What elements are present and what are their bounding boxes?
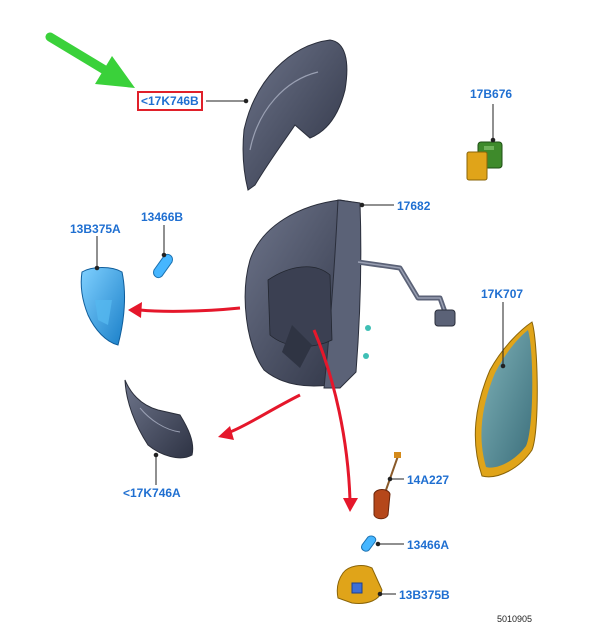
puddle-lamp-bulb: [361, 535, 377, 552]
part-label-13466b: 13466B: [141, 210, 184, 224]
part-label-17k746b: <17K746B: [137, 91, 203, 111]
mirror-cap-bottom: [124, 379, 194, 459]
red-direction-arrows: [128, 302, 358, 512]
turn-signal-bulb: [153, 253, 173, 279]
mirror-glass-housing: [244, 199, 456, 389]
part-label-17k746a: <17K746A: [123, 486, 181, 500]
mirror-cap-top: [242, 39, 348, 191]
green-pointer-arrow: [45, 32, 135, 88]
part-label-13b375a: 13B375A: [70, 222, 121, 236]
part-label-17k707: 17K707: [481, 287, 524, 301]
mirror-motor: [466, 141, 503, 181]
puddle-lamp: [336, 565, 383, 604]
part-label-17682: 17682: [397, 199, 431, 213]
mirror-glass: [474, 321, 538, 478]
leader-lines: [94, 98, 506, 597]
turn-signal-lens: [80, 267, 126, 346]
part-label-13466a: 13466A: [407, 538, 450, 552]
wire-harness: [373, 452, 401, 520]
document-number: 5010905: [497, 614, 533, 624]
part-label-13b375b: 13B375B: [399, 588, 450, 602]
part-label-17b676: 17B676: [470, 87, 513, 101]
part-label-14a227: 14A227: [407, 473, 450, 487]
